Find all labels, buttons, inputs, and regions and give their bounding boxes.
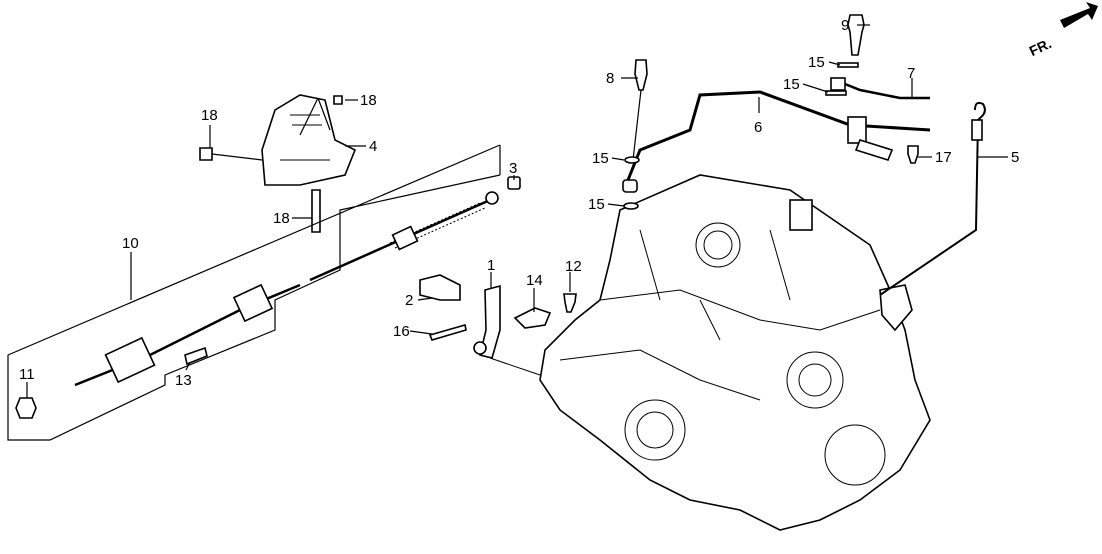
callout-11: 11 — [19, 366, 35, 383]
callout-1: 1 — [487, 257, 495, 274]
transmission-case — [539, 174, 931, 531]
front-direction-label: FR. — [1027, 35, 1054, 59]
callout-16: 16 — [393, 323, 410, 340]
callout-2: 2 — [405, 292, 413, 309]
callout-15: 15 — [592, 150, 609, 167]
callout-18: 18 — [273, 210, 290, 227]
callout-10: 10 — [122, 235, 139, 252]
callout-3: 3 — [509, 160, 517, 177]
callout-15: 15 — [808, 54, 825, 71]
callout-8: 8 — [606, 70, 614, 87]
front-arrow-icon: FR. — [1027, 2, 1098, 59]
callout-7: 7 — [907, 65, 915, 82]
callout-labels: 9 15 15 7 8 6 15 15 17 5 18 18 4 3 18 10… — [19, 17, 1019, 389]
callout-4: 4 — [369, 138, 377, 155]
callout-14: 14 — [526, 272, 543, 289]
callout-12: 12 — [565, 258, 582, 275]
callout-18: 18 — [360, 92, 377, 109]
callout-18: 18 — [201, 107, 218, 124]
callout-15: 15 — [783, 76, 800, 93]
callout-13: 13 — [175, 372, 192, 389]
callout-9: 9 — [841, 17, 849, 34]
callout-15: 15 — [588, 196, 605, 213]
leader-lines — [26, 24, 1008, 398]
callout-5: 5 — [1011, 149, 1019, 166]
callout-6: 6 — [754, 119, 762, 136]
callout-17: 17 — [935, 149, 952, 166]
